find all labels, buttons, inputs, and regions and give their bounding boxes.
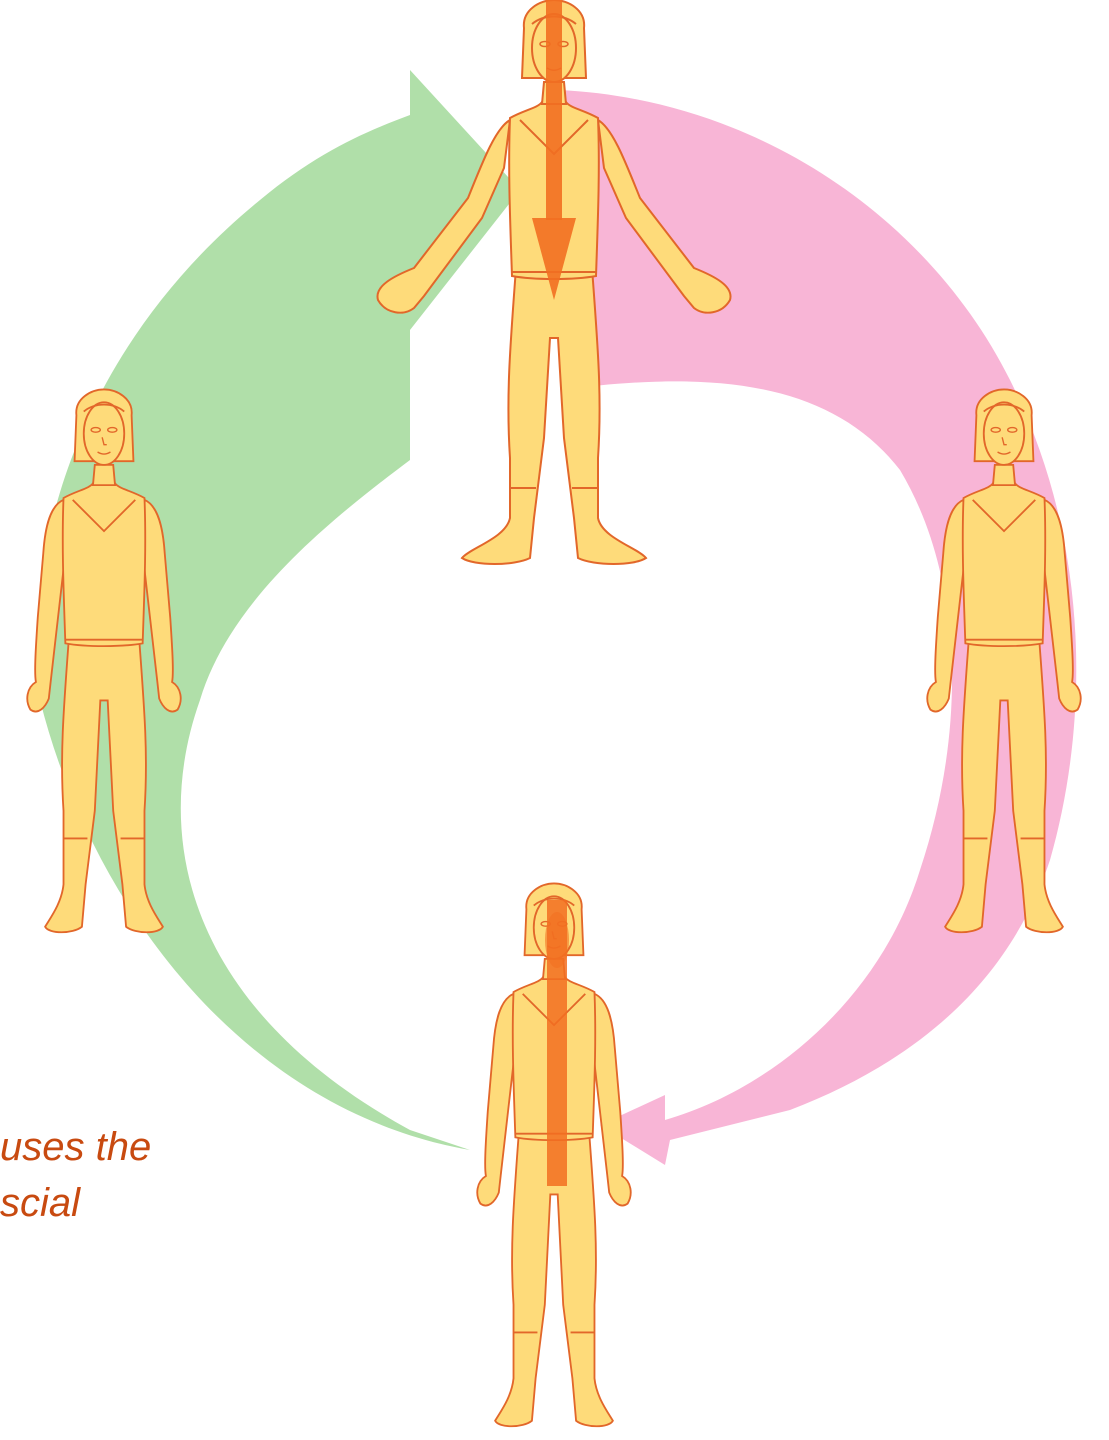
caption-line-2: scial bbox=[0, 1176, 80, 1230]
caption-line-1: uses the bbox=[0, 1120, 151, 1174]
vertical-flow-band bbox=[545, 900, 569, 1186]
